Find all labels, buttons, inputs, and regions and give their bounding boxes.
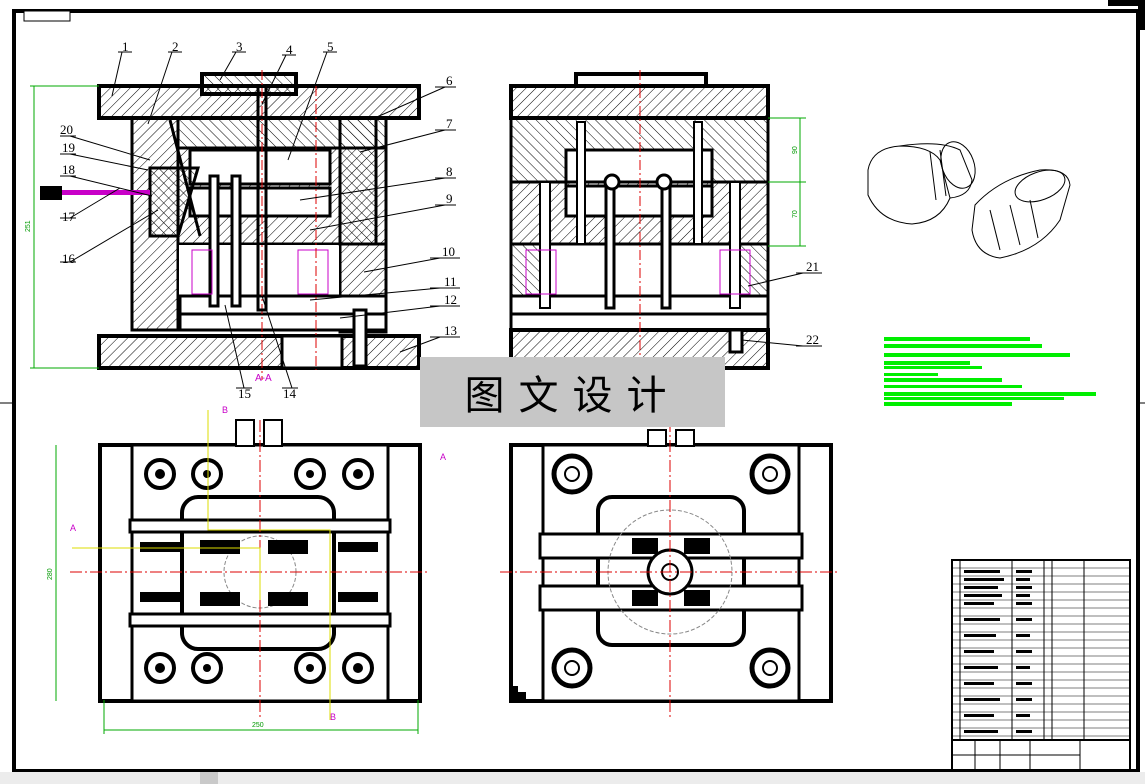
- part-number-13: 13: [444, 323, 457, 338]
- part-number-16: 16: [62, 251, 76, 266]
- part-number-19: 19: [62, 140, 75, 155]
- horizontal-scrollbar[interactable]: [0, 772, 1145, 784]
- plan-view-moving-half: 250 280 A A B B: [47, 405, 446, 734]
- part-number-10: 10: [442, 244, 455, 259]
- section-view-b-b: 90 70 21 22: [509, 70, 822, 370]
- part-number-2: 2: [172, 39, 179, 54]
- part-number-15: 15: [238, 386, 251, 401]
- part-leaders-left: [60, 51, 460, 389]
- section-label: A-A: [255, 373, 272, 384]
- title-block: [951, 559, 1131, 771]
- part-number-11: 11: [444, 274, 457, 289]
- section-view-a-a: 251 A-A: [25, 70, 421, 384]
- part-number-8: 8: [446, 164, 453, 179]
- part-number-4: 4: [286, 42, 293, 57]
- scrollbar-thumb[interactable]: [200, 772, 218, 784]
- plate-b-dimension: 70: [792, 210, 799, 218]
- part-number-6: 6: [446, 73, 453, 88]
- part-number-14: 14: [283, 386, 297, 401]
- part-number-18: 18: [62, 162, 75, 177]
- plan-view-fixed-half: [500, 420, 840, 720]
- plastic-part-sketch: [867, 141, 1071, 259]
- section-marker-a-left: A: [70, 523, 76, 533]
- plan-width-dimension: 250: [252, 722, 264, 729]
- section-marker-a-right: A: [440, 452, 446, 462]
- part-number-20: 20: [60, 122, 73, 137]
- section-marker-b-top: B: [222, 405, 228, 415]
- section-marker-b-bottom: B: [330, 712, 336, 722]
- plate-a-dimension: 90: [792, 146, 799, 154]
- part-number-5: 5: [327, 39, 334, 54]
- overall-height-dimension: 251: [25, 220, 32, 232]
- watermark-banner: 图文设计: [420, 357, 725, 427]
- part-number-3: 3: [236, 39, 243, 54]
- part-number-21: 21: [806, 259, 819, 274]
- plan-height-dimension: 280: [47, 568, 54, 580]
- part-number-9: 9: [446, 191, 453, 206]
- part-number-12: 12: [444, 292, 457, 307]
- part-number-17: 17: [62, 209, 76, 224]
- part-number-22: 22: [806, 332, 819, 347]
- technical-notes-bars: [884, 337, 1096, 406]
- part-number-1: 1: [122, 39, 129, 54]
- part-numbers-left: 1 2 3 4 5 6 7 8 9 10 11 12 13 14 15 16 1…: [60, 39, 457, 401]
- part-number-7: 7: [446, 116, 453, 131]
